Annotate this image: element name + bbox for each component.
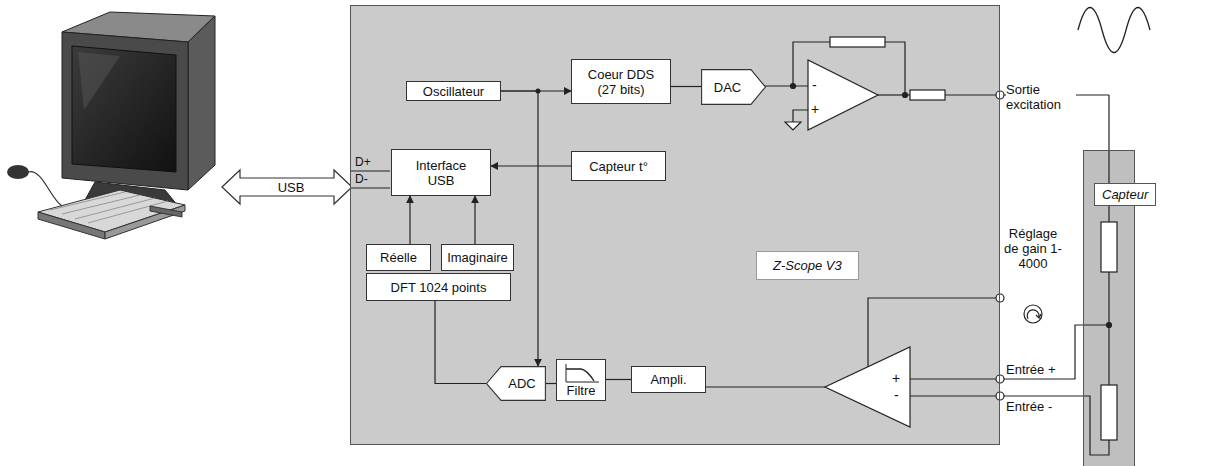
input-amplifier <box>705 298 1109 455</box>
lowpass-symbol <box>557 361 605 385</box>
opamp-sign: + <box>811 102 819 117</box>
output-amplifier <box>765 85 808 86</box>
terminal-label: Entrée - <box>1006 399 1052 414</box>
gain-knob <box>1024 305 1042 323</box>
terminal-circles <box>996 294 1004 302</box>
block-label: Réelle <box>380 250 417 265</box>
sensor-probe: Capteur <box>1083 150 1135 466</box>
computer-illustration <box>28 172 62 206</box>
computer-illustration <box>7 12 215 239</box>
temperature-sensor-box: Capteur t° <box>571 151 666 181</box>
real-part-box: Réelle <box>366 244 431 271</box>
block-label: Coeur DDS (27 bits) <box>579 67 663 97</box>
title-tag: Z-Scope V3 <box>756 251 859 280</box>
gain-knob <box>1036 314 1041 318</box>
signal-name: D- <box>355 172 368 187</box>
input-amplifier <box>825 347 910 427</box>
input-amplifier <box>910 396 1109 455</box>
block-label: Oscillateur <box>423 84 484 99</box>
computer-illustration <box>188 16 215 190</box>
block-label: Imaginaire <box>447 250 508 265</box>
computer-illustration <box>105 205 185 239</box>
computer-illustration <box>62 32 188 190</box>
block-label: ADC <box>508 376 535 391</box>
signal-connector <box>606 379 631 380</box>
dds-core-box: Coeur DDS (27 bits) <box>571 59 671 104</box>
converter-outline <box>487 367 546 401</box>
usb-interface-box: Interface USB <box>391 149 491 196</box>
terminal-circles <box>996 91 1004 99</box>
computer-illustration <box>72 46 176 172</box>
amplifier-box: Ampli. <box>631 366 706 393</box>
gain-knob <box>1024 305 1042 323</box>
computer-illustration <box>78 52 120 110</box>
sensor-wiring <box>1101 95 1117 440</box>
junction-dot <box>536 89 541 94</box>
opamp-sign: - <box>894 388 899 403</box>
signal-connector <box>501 91 538 366</box>
output-amplifier <box>885 42 905 95</box>
title-tag: Capteur <box>1094 183 1156 206</box>
block-label: DFT 1024 points <box>391 280 487 295</box>
terminal-label: Entrée + <box>1006 362 1056 377</box>
sensor-wiring <box>1101 385 1117 440</box>
terminal-label: Réglage de gain 1-4000 <box>1003 226 1063 271</box>
imaginary-part-box: Imaginaire <box>441 244 514 271</box>
lowpass-symbol <box>566 369 594 381</box>
computer-illustration <box>7 165 29 179</box>
usb-link-arrow <box>222 170 352 204</box>
output-amplifier <box>910 90 945 100</box>
usb-link-arrow <box>222 170 352 204</box>
dft-box: DFT 1024 points <box>366 273 511 301</box>
output-amplifier <box>903 93 908 98</box>
lowpass-symbol <box>566 364 599 382</box>
filter-box: Filtre <box>556 359 606 401</box>
input-amplifier <box>910 325 1109 379</box>
adc-block: ADC <box>486 366 546 401</box>
device-housing: Z-Scope V3 Oscillateur Coeur DDS (27 bits)… <box>350 5 1000 445</box>
block-label: Interface USB <box>405 158 477 188</box>
bus-name: USB <box>272 180 310 195</box>
sine-wave <box>1078 8 1150 53</box>
sensor-wiring <box>1101 222 1117 272</box>
block-label: DAC <box>714 80 741 95</box>
terminal-circles <box>996 375 1004 383</box>
computer-illustration <box>62 195 140 214</box>
signal-name: D+ <box>355 155 371 170</box>
signal-connector <box>435 301 486 384</box>
output-amplifier <box>808 60 878 130</box>
bus-lines <box>350 171 390 188</box>
bus-lines <box>350 187 390 188</box>
output-amplifier <box>830 37 885 47</box>
input-amplifier <box>705 386 825 387</box>
opamp-sign: + <box>892 371 900 386</box>
signal-connector <box>409 196 410 244</box>
output-amplifier <box>793 110 808 122</box>
output-amplifier <box>791 84 796 89</box>
terminal-circles <box>996 392 1004 400</box>
housing-panel <box>350 5 1000 445</box>
converter-outline <box>702 70 766 105</box>
output-amplifier <box>785 122 801 130</box>
signal-connector <box>671 86 701 87</box>
computer-illustration <box>150 206 182 217</box>
signal-connector <box>491 165 571 166</box>
block-label: Ampli. <box>650 372 686 387</box>
block-label: Filtre <box>567 383 596 398</box>
input-amplifier <box>868 298 1000 367</box>
opamp-sign: - <box>812 78 817 93</box>
terminal-label: Sortie excitation <box>1006 82 1076 112</box>
dac-block: DAC <box>701 69 766 105</box>
computer-illustration <box>38 212 105 239</box>
sensor-wiring <box>1107 323 1112 328</box>
oscillator-box: Oscillateur <box>406 81 501 101</box>
gain-knob <box>1027 310 1039 319</box>
sensor-wiring <box>1108 272 1109 385</box>
output-amplifier <box>765 37 1109 130</box>
signal-connector <box>546 383 556 384</box>
signal-connector <box>474 196 475 244</box>
block-label: Capteur t° <box>589 159 648 174</box>
